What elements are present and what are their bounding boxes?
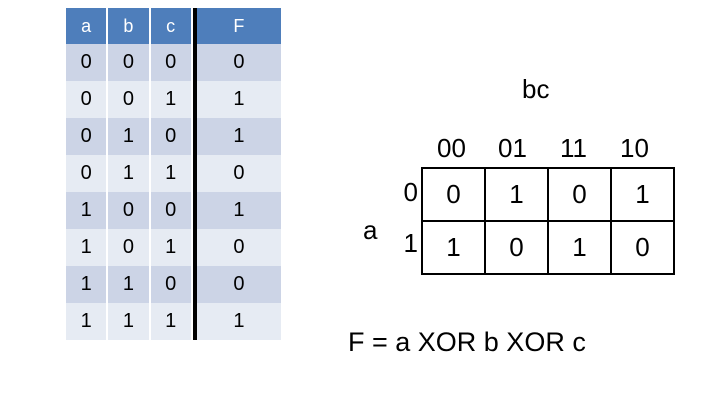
table-row: 1 0 0 1 <box>66 192 281 229</box>
table-row: 1 1 1 1 <box>66 303 281 340</box>
kmap-cell-a1-bc11: 1 <box>548 221 612 275</box>
cell-b: 1 <box>108 266 149 303</box>
kmap-row-header-1: 1 <box>403 228 418 258</box>
cell-a: 0 <box>66 155 107 192</box>
table-row: 1 1 0 0 <box>66 266 281 303</box>
kmap-col-header-00: 00 <box>437 133 466 163</box>
cell-f: 0 <box>192 155 281 192</box>
cell-b: 1 <box>108 155 149 192</box>
kmap-cell-a1-bc01: 0 <box>485 221 549 275</box>
cell-b: 0 <box>108 192 149 229</box>
kmap-column-group-label: bc <box>522 74 550 104</box>
truth-table-header-c: c <box>150 8 191 44</box>
cell-a: 1 <box>66 192 107 229</box>
cell-b: 0 <box>108 229 149 266</box>
cell-f: 0 <box>192 44 281 81</box>
cell-f: 1 <box>192 118 281 155</box>
cell-f: 1 <box>192 303 281 340</box>
table-row: 0 1 1 0 <box>66 155 281 192</box>
kmap-row-header-0: 0 <box>403 177 418 207</box>
cell-c: 1 <box>150 229 191 266</box>
kmap-grid: 0 1 0 1 1 0 1 0 <box>421 167 675 275</box>
table-row: 0 0 1 1 <box>66 81 281 118</box>
cell-c: 1 <box>150 81 191 118</box>
cell-a: 0 <box>66 118 107 155</box>
kmap-cell-a0-bc11: 0 <box>548 169 612 222</box>
boolean-formula: F = a XOR b XOR c <box>348 327 586 357</box>
kmap-row: 0 1 0 1 <box>423 169 675 222</box>
kmap-row-headers: 0 1 <box>390 167 418 269</box>
kmap-cell-a1-bc10: 0 <box>611 221 675 275</box>
kmap-cell-a0-bc01: 1 <box>485 169 549 222</box>
cell-a: 1 <box>66 229 107 266</box>
karnaugh-map: bc 00 01 11 10 a 0 1 0 1 0 1 1 0 1 0 <box>340 0 720 405</box>
cell-c: 0 <box>150 192 191 229</box>
kmap-row: 1 0 1 0 <box>423 221 675 275</box>
cell-c: 0 <box>150 266 191 303</box>
cell-c: 0 <box>150 118 191 155</box>
kmap-cell-a0-bc00: 0 <box>423 169 486 222</box>
kmap-row-group-label: a <box>363 215 378 245</box>
table-row: 0 0 0 0 <box>66 44 281 81</box>
cell-b: 0 <box>108 44 149 81</box>
kmap-col-header-10: 10 <box>620 133 649 163</box>
cell-a: 1 <box>66 303 107 340</box>
cell-b: 1 <box>108 118 149 155</box>
kmap-cell-a0-bc10: 1 <box>611 169 675 222</box>
kmap-cell-a1-bc00: 1 <box>423 221 486 275</box>
cell-b: 0 <box>108 81 149 118</box>
truth-table-header-row: a b c F <box>66 8 281 44</box>
truth-table-header: a b c F <box>66 8 281 44</box>
truth-table: a b c F 0 0 0 0 0 0 1 1 0 1 0 1 0 1 1 0 <box>64 8 283 340</box>
cell-c: 1 <box>150 155 191 192</box>
cell-f: 1 <box>192 81 281 118</box>
truth-table-header-a: a <box>66 8 107 44</box>
table-row: 0 1 0 1 <box>66 118 281 155</box>
cell-f: 0 <box>192 229 281 266</box>
cell-a: 1 <box>66 266 107 303</box>
kmap-column-headers: 00 01 11 10 <box>421 133 665 164</box>
kmap-col-header-11: 11 <box>560 133 587 163</box>
cell-c: 0 <box>150 44 191 81</box>
table-row: 1 0 1 0 <box>66 229 281 266</box>
cell-f: 1 <box>192 192 281 229</box>
truth-table-header-b: b <box>108 8 149 44</box>
truth-table-body: 0 0 0 0 0 0 1 1 0 1 0 1 0 1 1 0 1 0 0 1 <box>66 44 281 340</box>
cell-a: 0 <box>66 81 107 118</box>
cell-f: 0 <box>192 266 281 303</box>
cell-b: 1 <box>108 303 149 340</box>
cell-a: 0 <box>66 44 107 81</box>
cell-c: 1 <box>150 303 191 340</box>
truth-table-header-f: F <box>192 8 281 44</box>
kmap-col-header-01: 01 <box>498 133 527 163</box>
